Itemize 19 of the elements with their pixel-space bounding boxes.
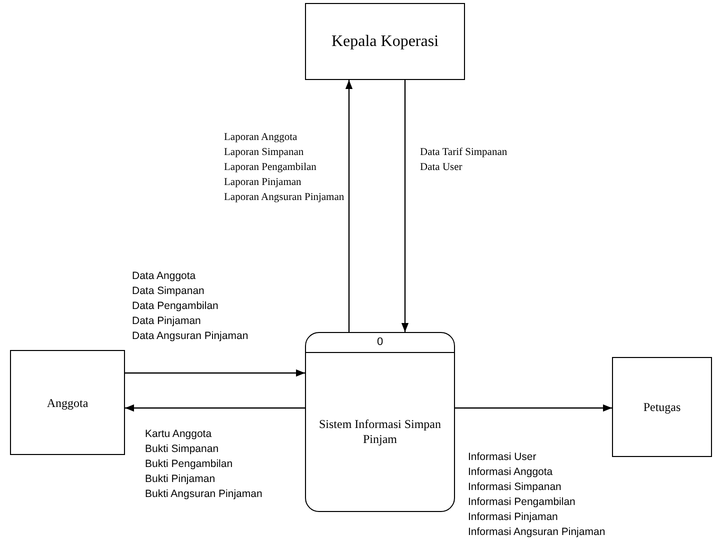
edge-label: Laporan Anggota Laporan Simpanan Laporan Pengambilan Laporan Pinjaman Laporan Angsuran Pinjaman [224, 131, 344, 205]
arrow [455, 404, 612, 412]
edge-label: Informasi User Informasi Anggota Informasi Simpanan Informasi Pengambilan Informasi Pinjaman Informasi Angsuran Pinjaman [468, 450, 606, 540]
entity-box [10, 350, 125, 455]
entity-name: Kepala Koperasi [331, 32, 439, 52]
process-box [305, 332, 455, 512]
process-number: 0 [376, 335, 384, 350]
arrow [345, 80, 353, 332]
arrow [125, 369, 305, 377]
process-name: Sistem Informasi Simpan Pinjam [318, 417, 442, 447]
edge-label: Kartu Anggota Bukti Simpanan Bukti Pengambilan Bukti Pinjaman Bukti Angsuran Pinjaman [145, 427, 262, 502]
entity-box [305, 3, 465, 80]
entity-name: Anggota [46, 394, 88, 412]
edge-label: Data Tarif Simpanan Data User [420, 146, 508, 175]
arrow [401, 80, 409, 332]
entity-box [612, 357, 712, 457]
edge-label: Data Anggota Data Simpanan Data Pengambilan Data Pinjaman Data Angsuran Pinjaman [132, 269, 248, 344]
arrow [125, 404, 305, 412]
entity-name: Petugas [643, 399, 681, 416]
